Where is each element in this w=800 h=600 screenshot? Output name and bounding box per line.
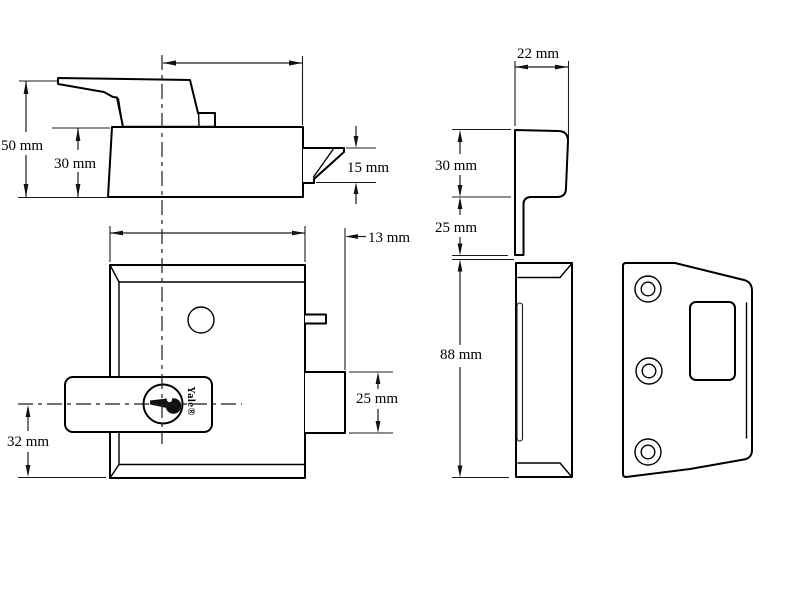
dimension-22mm: 22 mm	[514, 46, 570, 140]
strike-plate-view	[622, 262, 753, 478]
handle-leg-detail-line	[117, 98, 124, 127]
spindle-pin	[304, 313, 327, 325]
yale-brand-label: Yale®	[185, 386, 196, 416]
dim-label-top-overall-height: 50 mm	[1, 138, 43, 154]
top-view	[57, 77, 345, 198]
dimension-30mm-side: 30 mm	[435, 128, 511, 198]
dim-label-case-height: 88 mm	[440, 347, 482, 363]
top-view-lever-handle	[57, 77, 216, 128]
dimension-32mm: 32 mm	[7, 405, 106, 479]
dimension-25mm-front: 25 mm	[349, 371, 398, 434]
dimension-top-width	[163, 56, 304, 125]
dim-label-case-depth: 22 mm	[517, 46, 559, 62]
snib-hole	[187, 306, 215, 334]
latch-bolt-bevel-line	[312, 148, 334, 178]
dimension-88mm: 88 mm	[440, 258, 514, 479]
side-view-case	[515, 262, 573, 478]
dim-label-bolt-projection: 15 mm	[347, 160, 389, 176]
dim-label-top-case-height: 30 mm	[54, 156, 96, 172]
bolt-opening	[689, 301, 736, 381]
dimension-50mm: 50 mm	[1, 80, 57, 197]
side-case-bevel-lines	[517, 263, 572, 477]
front-view-latch-bolt	[304, 371, 346, 434]
dim-label-cylinder-to-base: 32 mm	[7, 434, 49, 450]
dim-label-bolt-height: 25 mm	[356, 391, 398, 407]
screw-hole-bottom	[634, 438, 662, 466]
side-view-forend-profile	[514, 129, 569, 256]
dimension-30mm-top: 30 mm	[18, 127, 110, 199]
top-view-case-body	[107, 126, 304, 198]
dimension-13mm: 13 mm	[344, 228, 410, 370]
front-case-bevel-lines	[109, 264, 305, 479]
keyhole	[150, 396, 182, 414]
side-view	[514, 129, 573, 478]
dimension-25mm-side: 25 mm	[435, 197, 508, 257]
dim-label-bolt-clearance: 13 mm	[368, 230, 410, 246]
front-view: Yale®	[64, 264, 346, 479]
front-view-case	[109, 264, 306, 479]
dimension-front-width	[109, 226, 306, 262]
side-case-slot	[516, 302, 524, 442]
dim-label-side-upper-height: 30 mm	[435, 158, 477, 174]
dim-label-side-lower-height: 25 mm	[435, 220, 477, 236]
screw-hole-top	[634, 275, 662, 303]
screw-hole-middle	[635, 357, 663, 385]
top-view-latch-bolt	[302, 147, 345, 184]
dimension-15mm: 15 mm	[316, 126, 389, 204]
